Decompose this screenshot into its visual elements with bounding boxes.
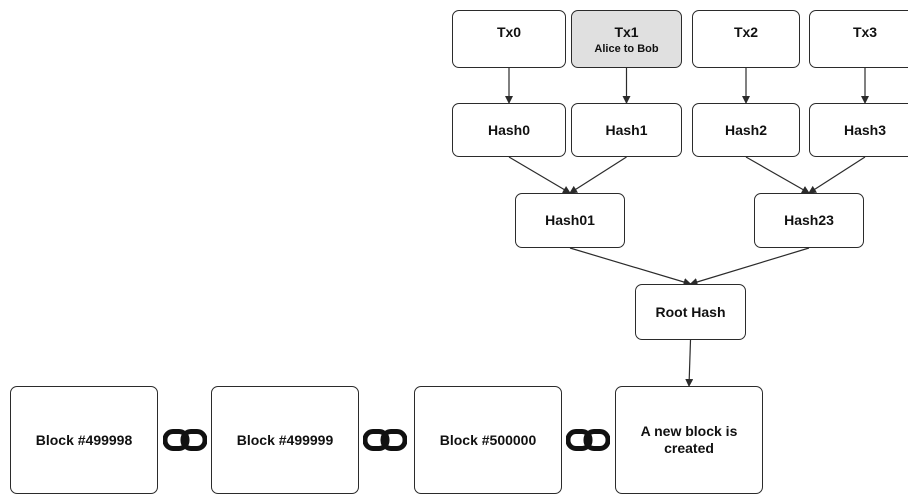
chain-link-icon [566,429,610,451]
edge-hash0-to-hash01 [508,156,571,194]
hash3-label: Hash3 [843,121,887,138]
tx1-sublabel: Alice to Bob [594,42,659,55]
tx0-label: Tx0 [496,24,522,40]
edge-hash1-to-hash01 [569,156,627,194]
tx2-label: Tx2 [733,24,759,40]
edge-hash23-to-root [689,247,810,286]
block-500000-node: Block #500000 [414,386,562,494]
block-499999-label: Block #499999 [236,431,334,448]
tx0-node: Tx0 [452,10,566,68]
hash0-node: Hash0 [452,103,566,157]
edge-group [505,68,869,387]
edge-hash3-to-hash23 [808,156,866,194]
edge-root-to-newblock [685,339,694,387]
hash2-label: Hash2 [724,121,768,138]
root-hash-label: Root Hash [655,303,726,320]
hash0-label: Hash0 [487,121,531,138]
block-499999-node: Block #499999 [211,386,359,494]
block-499998-node: Block #499998 [10,386,158,494]
hash3-node: Hash3 [809,103,908,157]
block-500000-label: Block #500000 [439,431,537,448]
tx1-label: Tx1 [614,24,639,40]
new-block-label: A new block is created [640,423,738,456]
hash23-label: Hash23 [784,212,834,229]
tx2-node: Tx2 [692,10,800,68]
new-block-node: A new block is created [615,386,763,494]
hash01-label: Hash01 [545,212,595,229]
block-499998-label: Block #499998 [35,431,133,448]
hash01-node: Hash01 [515,193,625,248]
tx3-node: Tx3 [809,10,908,68]
hash2-node: Hash2 [692,103,800,157]
edge-hash01-to-root [569,247,692,286]
chain-link-icon [163,429,207,451]
hash1-label: Hash1 [605,121,648,138]
hash23-node: Hash23 [754,193,864,248]
root-hash-node: Root Hash [635,284,746,340]
tx3-label: Tx3 [852,24,878,40]
tx1-node: Tx1 Alice to Bob [571,10,682,68]
chain-link-icon [363,429,407,451]
hash1-node: Hash1 [571,103,682,157]
edge-hash2-to-hash23 [745,156,810,194]
